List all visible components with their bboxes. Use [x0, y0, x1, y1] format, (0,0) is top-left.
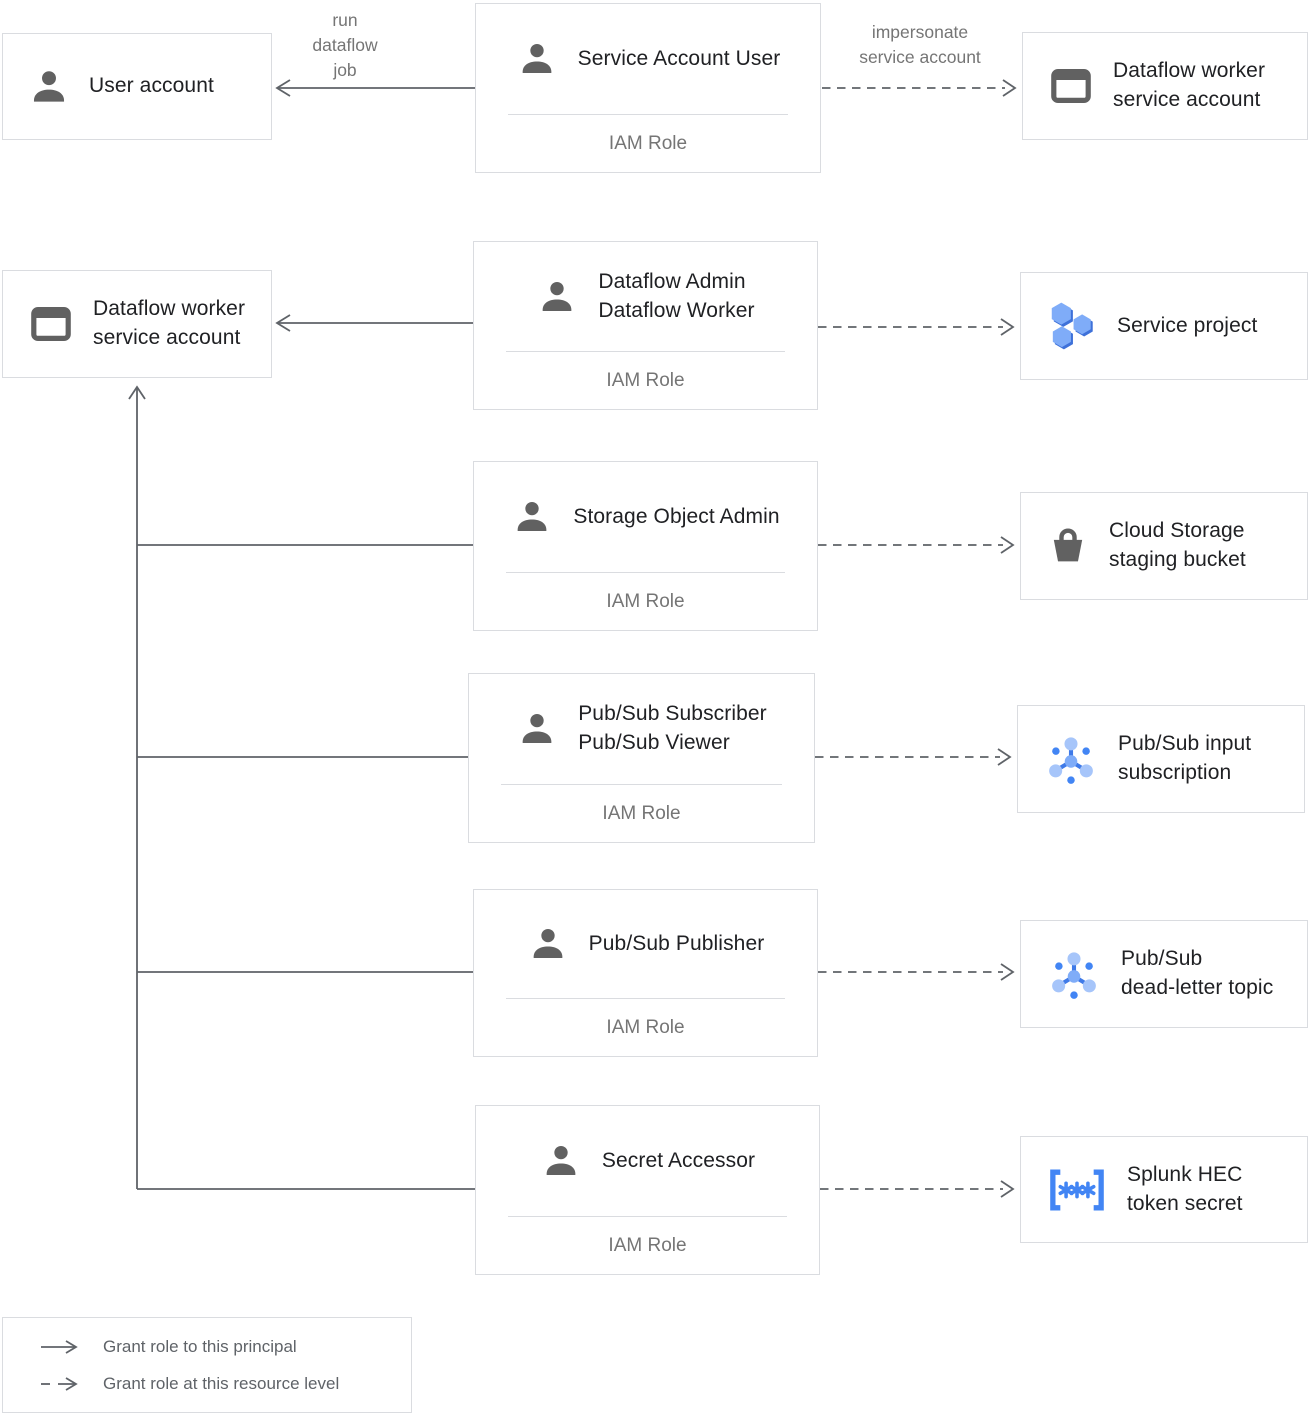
person-icon: [511, 496, 553, 538]
node-label: Dataflow worker service account: [93, 297, 246, 349]
divider: [506, 351, 785, 352]
node-splunk-hec-token-secret: Splunk HEC token secret: [1020, 1136, 1308, 1243]
divider: [508, 1216, 787, 1217]
dashed-arrow-impersonate: [822, 79, 1017, 97]
node-dataflow-worker-sa-top: Dataflow worker service account: [1022, 32, 1308, 140]
edge-label-run-dataflow-job: run dataflow job: [312, 10, 378, 80]
iam-role-label: IAM Role: [606, 590, 685, 612]
node-label: User account: [89, 74, 214, 98]
dashed-arrow-icon: [41, 1376, 78, 1391]
secret-manager-icon: [1045, 1167, 1109, 1213]
pubsub-icon: [1045, 945, 1103, 1003]
service-account-icon: [27, 300, 75, 348]
iam-role-label: IAM Role: [606, 1016, 685, 1038]
dashed-arrow-to-service-project: [818, 318, 1015, 336]
node-label: Pub/Sub dead-letter topic: [1121, 947, 1274, 999]
node-pubsub-input-subscription: Pub/Sub input subscription: [1017, 705, 1305, 813]
legend-label-solid: Grant role to this principal: [103, 1336, 297, 1356]
role-title: Dataflow Admin Dataflow Worker: [598, 269, 755, 322]
dashed-arrow-to-input-subscription: [815, 748, 1012, 766]
person-icon: [516, 708, 558, 750]
legend-row-dashed: Grant role at this resource level: [39, 1374, 411, 1394]
node-role-pubsub-publisher: Pub/Sub Publisher IAM Role: [473, 889, 818, 1057]
node-role-service-account-user: Service Account User IAM Role: [475, 3, 821, 173]
pubsub-icon: [1042, 730, 1100, 788]
role-title: Secret Accessor: [601, 1148, 756, 1172]
node-label: Cloud Storage staging bucket: [1109, 519, 1246, 571]
person-icon: [540, 1140, 582, 1182]
node-dataflow-worker-sa-left: Dataflow worker service account: [2, 270, 272, 378]
dashed-arrow-to-dead-letter-topic: [818, 963, 1015, 981]
node-label: Pub/Sub input subscription: [1118, 732, 1252, 784]
node-cloud-storage-staging-bucket: Cloud Storage staging bucket: [1020, 492, 1308, 600]
person-icon: [536, 276, 578, 318]
iam-role-label: IAM Role: [608, 132, 688, 154]
iam-role-label: IAM Role: [606, 369, 685, 391]
node-role-secret-accessor: Secret Accessor IAM Role: [475, 1105, 820, 1275]
arrow-dataflow-admin-to-worker-sa: [275, 314, 473, 332]
role-title: Service Account User: [577, 46, 781, 70]
person-icon: [27, 65, 71, 109]
service-account-icon: [1047, 62, 1095, 110]
node-role-pubsub-subscriber-viewer: Pub/Sub Subscriber Pub/Sub Viewer IAM Ro…: [468, 673, 815, 843]
storage-bucket-icon: [1045, 523, 1091, 569]
role-title: Storage Object Admin: [573, 504, 780, 528]
node-user-account: User account: [2, 33, 272, 140]
trunk-grant-to-worker-sa: [128, 385, 475, 1190]
node-label: Dataflow worker service account: [1113, 59, 1266, 111]
solid-arrow-icon: [41, 1339, 78, 1354]
edge-label-impersonate-service-account: impersonate service account: [859, 22, 981, 67]
iam-role-label: IAM Role: [602, 802, 681, 824]
node-label: Service project: [1117, 313, 1258, 337]
divider: [508, 114, 788, 115]
person-icon: [527, 923, 569, 965]
iam-role-label: IAM Role: [608, 1234, 687, 1256]
project-hexagons-icon: [1045, 299, 1099, 353]
divider: [506, 572, 785, 573]
node-pubsub-dead-letter-topic: Pub/Sub dead-letter topic: [1020, 920, 1308, 1028]
role-title: Pub/Sub Subscriber Pub/Sub Viewer: [578, 702, 767, 754]
dashed-arrow-to-staging-bucket: [818, 536, 1015, 554]
legend-row-solid: Grant role to this principal: [39, 1337, 411, 1357]
node-label: Splunk HEC token secret: [1127, 1162, 1243, 1215]
legend: Grant role to this principal Grant role …: [2, 1317, 412, 1413]
node-service-project: Service project: [1020, 272, 1308, 380]
node-role-dataflow-admin-worker: Dataflow Admin Dataflow Worker IAM Role: [473, 241, 818, 410]
divider: [501, 784, 782, 785]
node-role-storage-object-admin: Storage Object Admin IAM Role: [473, 461, 818, 631]
dashed-arrow-to-token-secret: [820, 1180, 1015, 1198]
role-title: Pub/Sub Publisher: [588, 931, 765, 955]
legend-label-dashed: Grant role at this resource level: [103, 1373, 340, 1393]
divider: [506, 998, 785, 999]
person-icon: [516, 38, 558, 80]
